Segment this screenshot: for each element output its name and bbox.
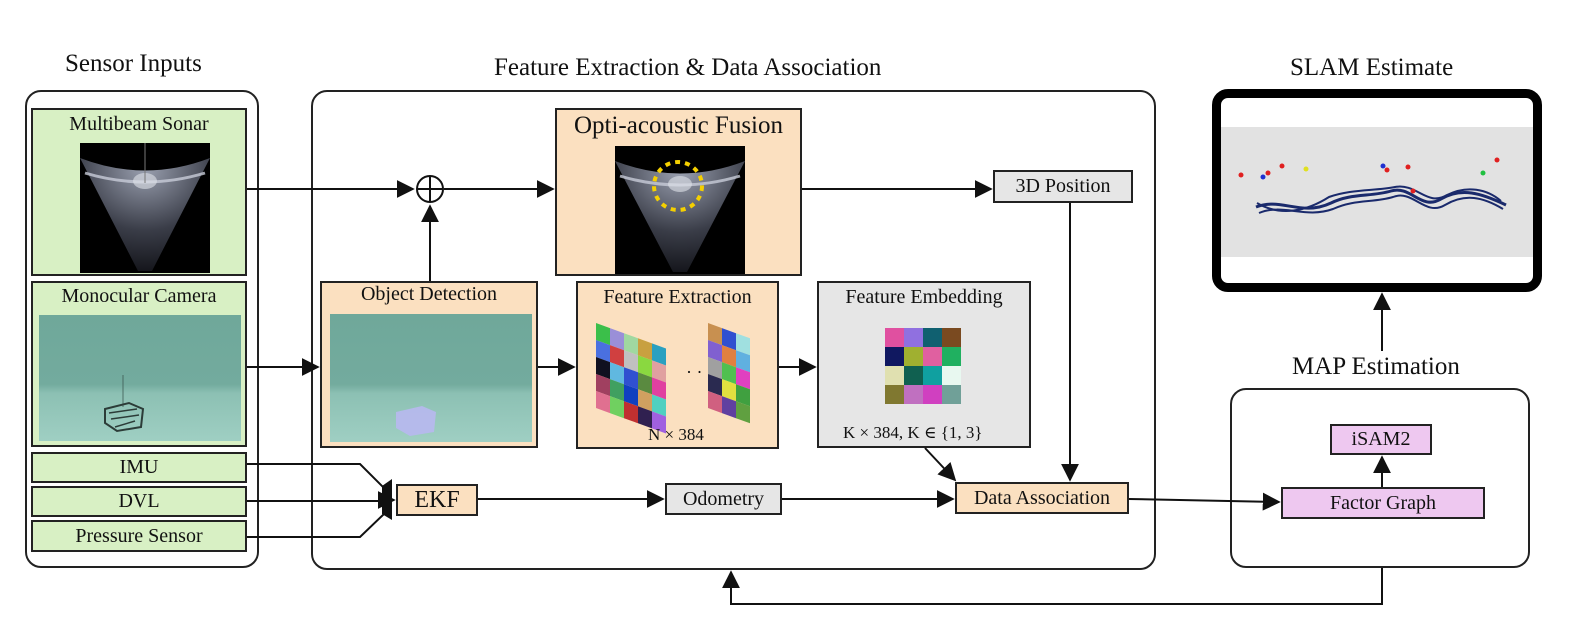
imu-box: IMU — [31, 452, 247, 483]
feature-extraction-title: Feature Extraction & Data Association — [494, 54, 882, 81]
feature-extraction-panel: Feature Extraction · · · N × 384 — [576, 281, 779, 449]
ekf-box: EKF — [396, 484, 478, 516]
slam-estimate-plot — [1221, 127, 1533, 257]
sonar-image — [80, 143, 210, 273]
isam2-box: iSAM2 — [1330, 424, 1432, 455]
slam-estimate-title: SLAM Estimate — [1290, 54, 1454, 81]
embedding-grid — [885, 328, 961, 404]
object-detection-label: Object Detection — [360, 283, 498, 305]
pressure-sensor-box: Pressure Sensor — [31, 520, 247, 552]
fusion-image — [615, 146, 745, 274]
dvl-box: DVL — [31, 486, 247, 517]
odometry-box: Odometry — [665, 483, 782, 515]
sensor-inputs-title: Sensor Inputs — [65, 50, 202, 77]
factor-graph-box: Factor Graph — [1281, 487, 1485, 519]
monocular-camera-panel: Monocular Camera — [31, 281, 247, 447]
map-estimation-group — [1230, 388, 1530, 568]
feature-embedding-panel: Feature Embedding K × 384, K ∈ {1, 3} — [817, 281, 1031, 448]
feature-embedding-label: Feature Embedding — [845, 286, 1003, 308]
object-detection-panel: Object Detection — [320, 281, 538, 448]
detection-image — [330, 314, 532, 442]
feature-grids: · · · — [596, 323, 750, 434]
multibeam-sonar-label: Multibeam Sonar — [69, 113, 209, 135]
map-estimation-title: MAP Estimation — [1292, 353, 1460, 380]
extraction-dim-caption: N × 384 — [648, 425, 704, 444]
multibeam-sonar-panel: Multibeam Sonar — [31, 108, 247, 276]
opti-acoustic-fusion-panel: Opti-acoustic Fusion — [555, 108, 802, 276]
sensor-inputs-group — [25, 90, 259, 568]
embedding-dim-caption: K × 384, K ∈ {1, 3} — [843, 423, 983, 442]
fusion-label: Opti-acoustic Fusion — [573, 112, 783, 139]
monocular-camera-label: Monocular Camera — [61, 285, 217, 307]
data-association-box: Data Association — [955, 482, 1129, 514]
ellipsis: · · · — [686, 362, 713, 382]
camera-image — [39, 315, 241, 441]
3d-position-box: 3D Position — [993, 170, 1133, 203]
feature-extraction-label: Feature Extraction — [603, 286, 752, 308]
slam-estimate-monitor — [1212, 89, 1542, 292]
